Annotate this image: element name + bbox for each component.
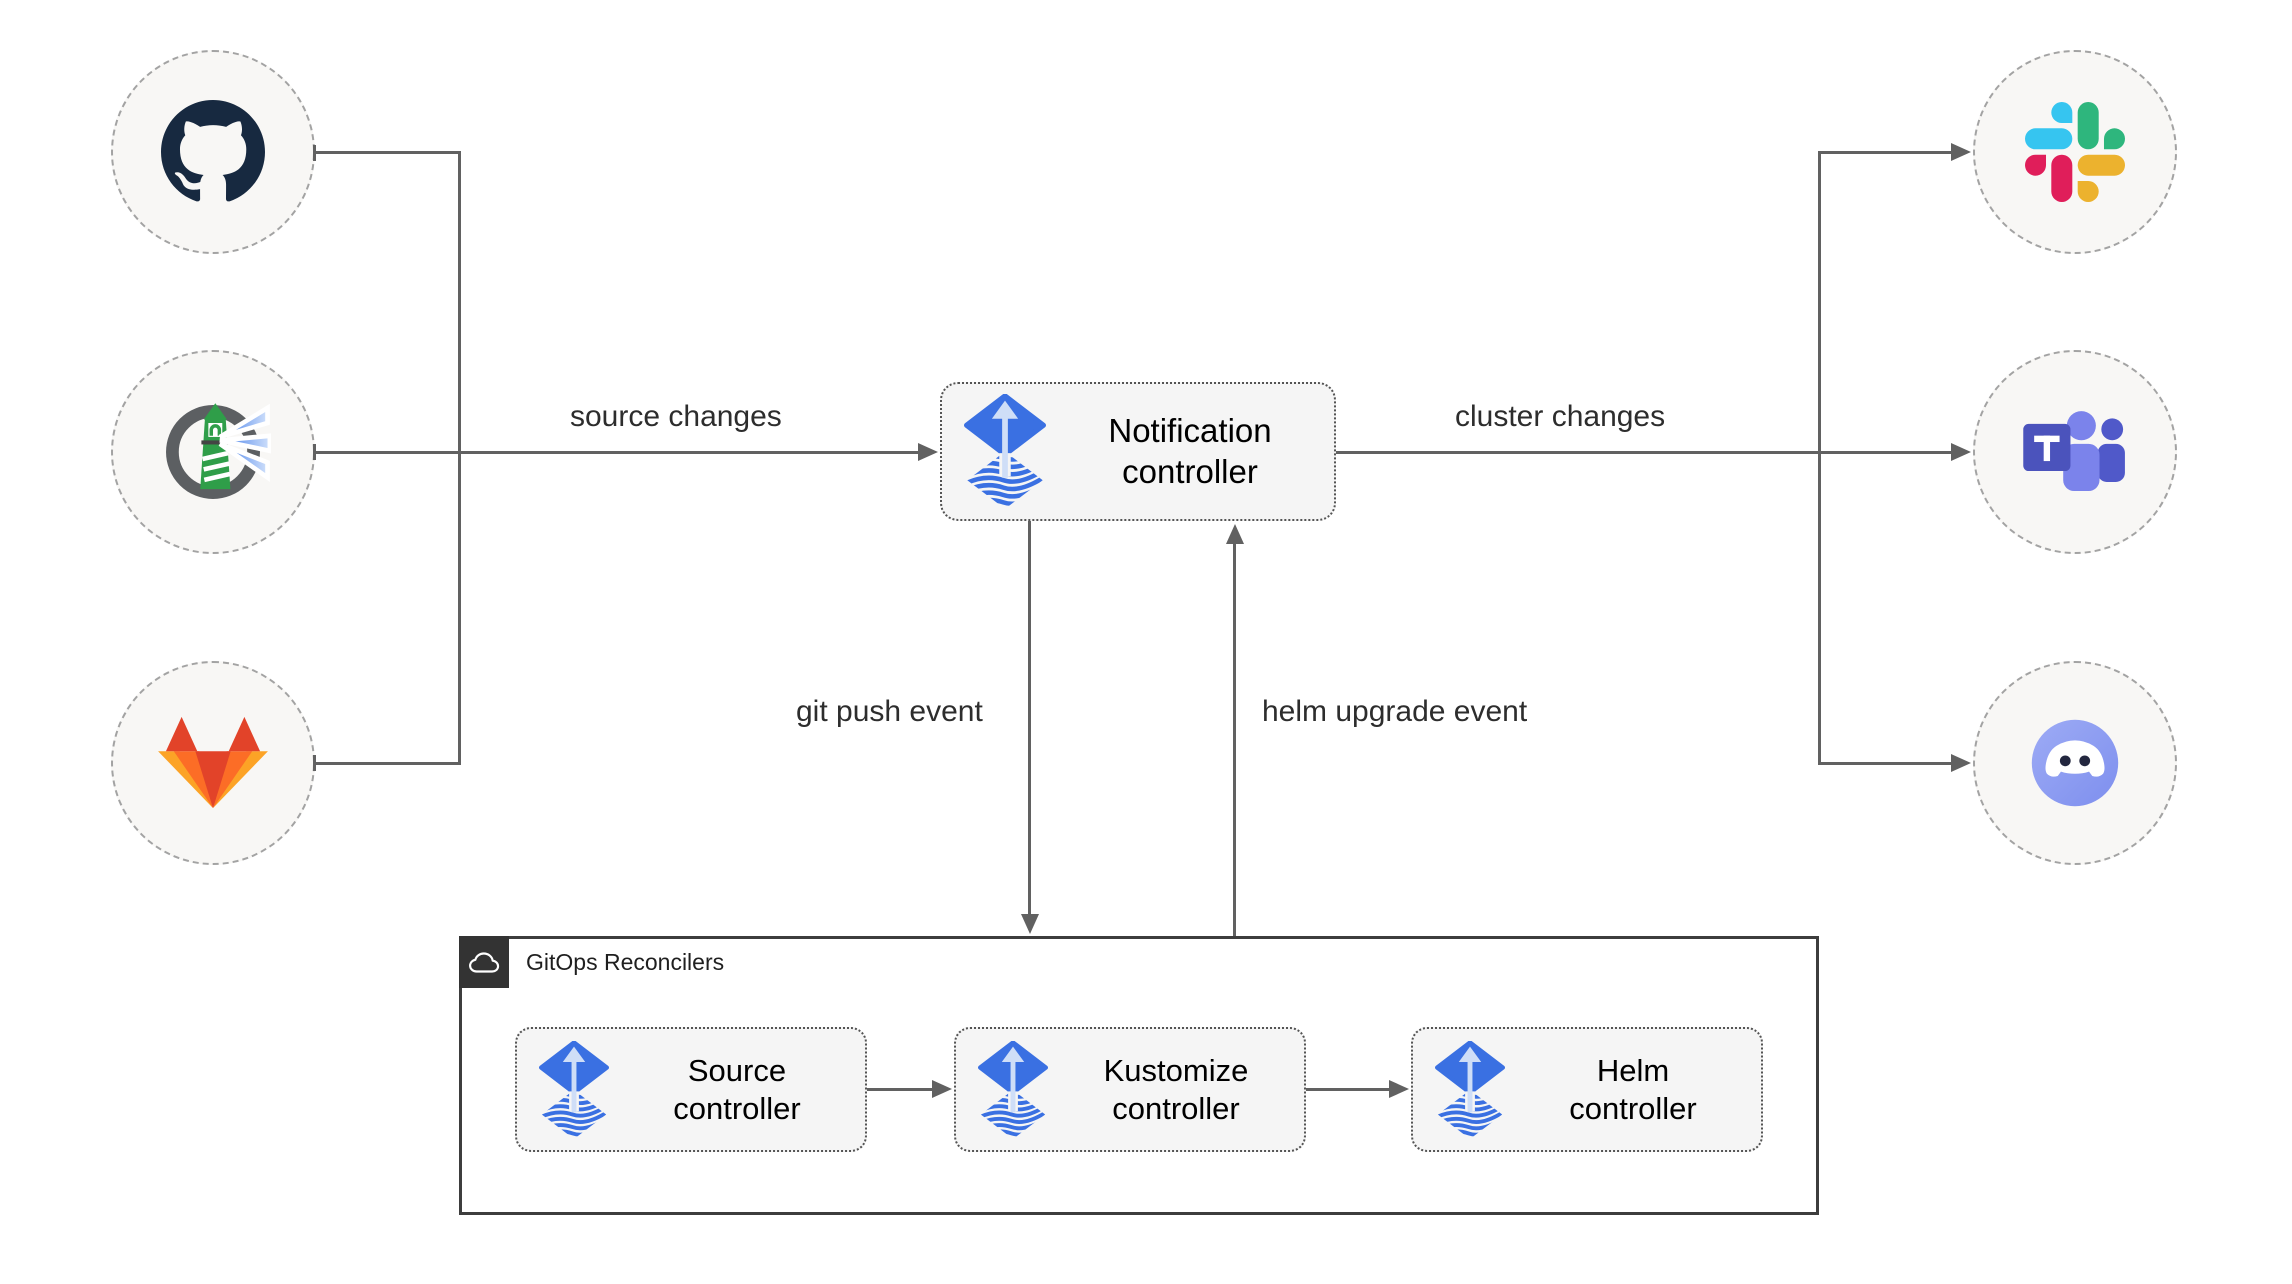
harbor-icon xyxy=(166,403,271,499)
github-node[interactable] xyxy=(111,50,315,254)
arrowhead-into-gitops xyxy=(1021,914,1039,934)
right-bus-line xyxy=(1818,151,1821,765)
flux-icon xyxy=(1435,1041,1505,1139)
kustomize-controller-box[interactable]: Kustomize controller xyxy=(954,1027,1306,1152)
arrowhead-into-notification xyxy=(918,443,938,461)
edge-label-cluster-changes: cluster changes xyxy=(1455,400,1666,433)
kustomize-controller-label: Kustomize controller xyxy=(1103,1052,1249,1126)
edge-label-source-changes: source changes xyxy=(570,400,782,433)
arrowhead-into-notification-bottom xyxy=(1226,524,1244,544)
gitlab-node[interactable] xyxy=(111,661,315,865)
left-bus-line xyxy=(458,151,461,765)
discord-node[interactable] xyxy=(1973,661,2177,865)
flux-icon xyxy=(539,1041,609,1139)
gitlab-icon xyxy=(158,716,268,809)
connector-tick xyxy=(313,755,316,771)
arrowhead-into-teams xyxy=(1951,443,1971,461)
connector-tick xyxy=(313,444,316,460)
edge-git-push-line xyxy=(1028,521,1031,917)
connector-tick xyxy=(313,145,316,161)
notification-controller-box[interactable]: Notification controller xyxy=(940,382,1336,521)
arrowhead-into-discord xyxy=(1951,754,1971,772)
teams-node[interactable] xyxy=(1973,350,2177,554)
edge-github-bus xyxy=(315,151,460,154)
arrowhead-into-helm xyxy=(1389,1080,1409,1098)
edge-gitlab-bus xyxy=(315,762,460,765)
edge-label-git-push-event: git push event xyxy=(796,695,983,728)
edge-slack-line xyxy=(1819,151,1953,154)
github-icon xyxy=(161,100,265,202)
edge-kustomize-to-helm xyxy=(1306,1088,1392,1091)
harbor-node[interactable] xyxy=(111,350,315,554)
edge-label-helm-upgrade-event: helm upgrade event xyxy=(1262,695,1528,728)
slack-icon xyxy=(2025,102,2125,202)
gitops-reconcilers-tab xyxy=(459,936,509,988)
notification-controller-label: Notification controller xyxy=(1108,412,1272,490)
edge-source-changes-line xyxy=(315,451,920,454)
arrowhead-into-slack xyxy=(1951,143,1971,161)
edge-helm-upgrade-line xyxy=(1233,541,1236,936)
edge-cluster-changes-line xyxy=(1336,451,1953,454)
helm-controller-label: Helm controller xyxy=(1569,1052,1697,1126)
discord-icon xyxy=(2031,719,2119,807)
flux-icon xyxy=(978,1041,1048,1139)
gitops-reconcilers-title: GitOps Reconcilers xyxy=(526,949,725,975)
arrowhead-into-kustomize xyxy=(932,1080,952,1098)
teams-icon xyxy=(2023,411,2125,492)
edge-source-to-kustomize xyxy=(867,1088,935,1091)
cloud-icon xyxy=(469,951,500,973)
edge-discord-line xyxy=(1819,762,1953,765)
flux-icon xyxy=(964,394,1046,509)
source-controller-box[interactable]: Source controller xyxy=(515,1027,867,1152)
slack-node[interactable] xyxy=(1973,50,2177,254)
source-controller-label: Source controller xyxy=(673,1052,801,1126)
helm-controller-box[interactable]: Helm controller xyxy=(1411,1027,1763,1152)
